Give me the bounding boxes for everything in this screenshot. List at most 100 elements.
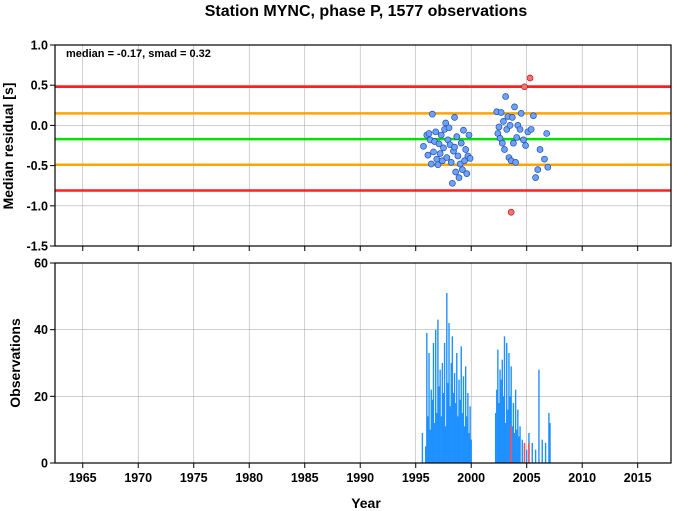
residual-point: [511, 103, 518, 111]
residual-point: [536, 146, 544, 153]
x-tick-label: 2000: [457, 471, 485, 485]
residual-point: [512, 159, 519, 166]
residual-point: [451, 114, 458, 121]
residual-y-tick-label: 0.5: [31, 79, 48, 93]
residual-point: [465, 131, 473, 139]
observations-frame: [54, 262, 672, 464]
residual-point: [424, 151, 432, 159]
residual-point: [442, 119, 450, 127]
residual-point: [430, 148, 437, 156]
residual-points: [420, 93, 552, 187]
x-tick-label: 1975: [180, 471, 208, 485]
residual-point: [532, 174, 539, 182]
residual-point: [445, 124, 453, 132]
observations-x-ticks: 1965 1970 1975 1980 1985 1990 1995 2000 2005 2010…: [69, 463, 652, 485]
residual-reference-lines: [55, 85, 671, 192]
x-tick-label: 1980: [235, 471, 263, 485]
observations-y-tick-label: 20: [34, 390, 48, 404]
residual-point: [522, 142, 529, 149]
residual-point: [429, 110, 436, 118]
x-tick-label: 2005: [513, 471, 541, 485]
observations-bars: [421, 293, 551, 463]
residual-point: [425, 130, 433, 137]
x-tick-label: 1970: [124, 471, 152, 485]
residual-point: [502, 93, 509, 100]
residual-point: [517, 109, 525, 117]
x-tick-label: 2010: [568, 471, 596, 485]
outlier-point: [521, 83, 528, 91]
observations-outlier-bars: [510, 426, 530, 463]
residual-point: [497, 109, 505, 116]
outlier-point: [526, 74, 534, 82]
residual-x-ticks: [82, 246, 639, 251]
residual-point: [516, 126, 524, 133]
x-tick-label: 1995: [402, 471, 430, 485]
residual-point: [506, 122, 514, 129]
residual-y-tick-label: -1.5: [26, 240, 48, 254]
residual-point: [453, 133, 461, 141]
residual-point: [495, 123, 503, 131]
residual-point: [439, 157, 446, 165]
residual-point: [454, 152, 462, 160]
residual-point: [451, 143, 458, 151]
residual-y-axis-label: Median residual [s]: [0, 83, 16, 210]
residual-y-tick-label: 0.0: [31, 119, 48, 133]
residual-point: [500, 118, 507, 125]
residual-point: [544, 163, 552, 171]
residual-point: [527, 126, 535, 133]
residual-point: [435, 140, 443, 148]
residual-point: [534, 166, 542, 173]
residual-point: [461, 157, 468, 165]
residual-point: [458, 166, 466, 173]
outlier-point: [507, 208, 515, 216]
residual-point: [530, 112, 537, 120]
x-tick-label: 1965: [69, 471, 97, 485]
x-tick-label: 2015: [624, 471, 652, 485]
stats-annotation: median = -0.17, smad = 0.32: [66, 48, 211, 60]
residual-point: [452, 168, 460, 176]
residual-grid: [55, 44, 671, 247]
residual-point: [456, 160, 464, 168]
residual-point: [508, 114, 516, 121]
residual-point: [434, 161, 442, 169]
residual-y-tick-label: -0.5: [26, 159, 48, 173]
residual-point: [466, 155, 474, 162]
residual-point: [457, 139, 465, 147]
residual-point: [520, 136, 527, 144]
chart-title: Station MYNC, phase P, 1577 observations: [205, 3, 528, 20]
residual-panel: 1.0 0.5 0.0 -0.5 -1.0 -1.5 median = -0.17, sm…: [0, 39, 672, 254]
residual-outliers: [507, 74, 534, 216]
x-axis-label: Year: [351, 495, 381, 511]
observations-grid: [55, 262, 671, 464]
residual-point: [427, 160, 435, 168]
residual-frame: [54, 44, 672, 247]
residual-y-tick-label: -1.0: [26, 199, 48, 213]
residual-point: [463, 170, 471, 177]
residual-point: [443, 154, 451, 161]
residual-point: [501, 146, 508, 153]
x-tick-label: 1990: [346, 471, 374, 485]
observations-y-tick-label: 40: [34, 323, 48, 337]
residual-point: [462, 146, 470, 153]
residual-point: [432, 128, 440, 136]
residual-point: [455, 174, 463, 182]
x-tick-label: 1985: [291, 471, 319, 485]
residual-point: [436, 150, 444, 157]
residual-point: [541, 155, 548, 163]
residual-point: [433, 155, 441, 163]
residual-point: [510, 139, 517, 147]
residual-point: [420, 142, 427, 150]
residual-point: [437, 131, 445, 139]
residual-point: [513, 134, 521, 141]
residual-point: [440, 144, 447, 152]
residual-point: [447, 159, 455, 166]
residual-point: [498, 139, 506, 147]
residual-y-tick-label: 1.0: [31, 39, 48, 53]
observations-y-axis-label: Observations: [7, 318, 23, 408]
residual-y-ticks: 1.0 0.5 0.0 -0.5 -1.0 -1.5: [26, 39, 55, 254]
observations-y-tick-label: 60: [34, 257, 48, 271]
residual-point: [448, 179, 456, 187]
